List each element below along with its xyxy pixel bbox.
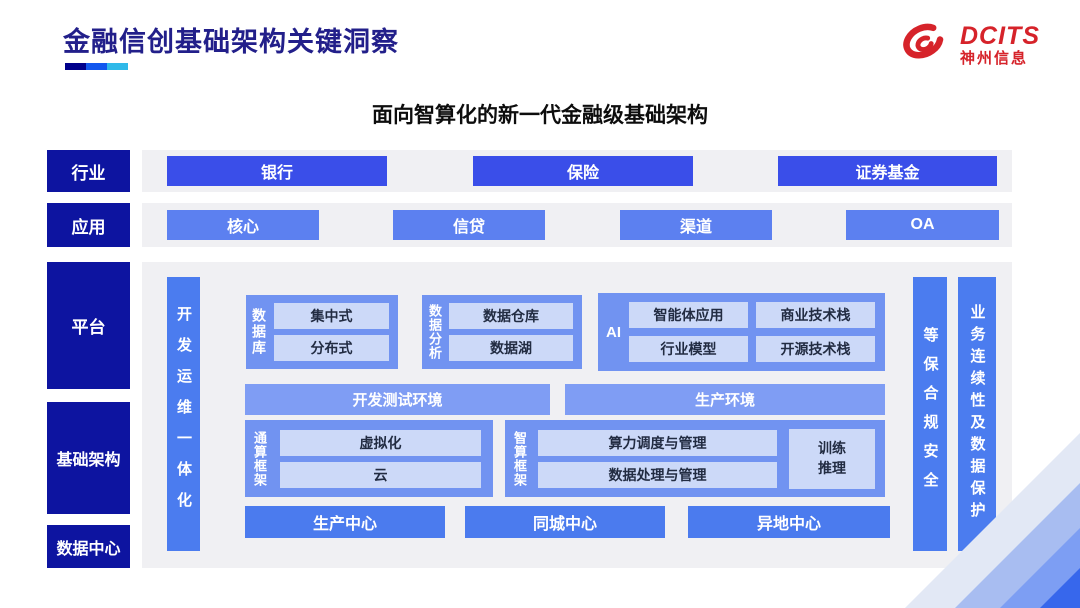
underline-segment bbox=[86, 63, 107, 70]
industry-item-securities: 证券基金 bbox=[778, 156, 997, 186]
ai-item-industry-models: 行业模型 bbox=[629, 336, 748, 362]
row-label-infrastructure: 基础架构 bbox=[47, 402, 130, 514]
row-label-datacenter: 数据中心 bbox=[47, 525, 130, 568]
production-env-bar: 生产环境 bbox=[565, 384, 885, 415]
underline-segment bbox=[107, 63, 128, 70]
database-group: 数据库 集中式 分布式 bbox=[246, 295, 398, 369]
ai-group-label: AI bbox=[606, 323, 621, 341]
ai-item-commercial-stack: 商业技术栈 bbox=[756, 302, 875, 328]
logo-brand: DCITS bbox=[960, 22, 1040, 50]
analytics-group-label: 数据分析 bbox=[427, 304, 442, 360]
intelligent-item-scheduling: 算力调度与管理 bbox=[538, 429, 777, 456]
intelligent-compute-items: 算力调度与管理 数据处理与管理 bbox=[538, 429, 777, 488]
analytics-item-warehouse: 数据仓库 bbox=[449, 303, 573, 329]
general-item-cloud: 云 bbox=[280, 461, 481, 488]
title-underline bbox=[65, 63, 128, 70]
underline-segment bbox=[65, 63, 86, 70]
devops-bar: 开发运维一体化 bbox=[167, 277, 200, 551]
training-inference-box: 训练 推理 bbox=[789, 428, 875, 489]
devops-bar-label: 开发运维一体化 bbox=[175, 305, 192, 523]
ai-items: 智能体应用 商业技术栈 行业模型 开源技术栈 bbox=[629, 302, 875, 362]
general-compute-items: 虚拟化 云 bbox=[280, 429, 481, 488]
general-compute-label: 通算框架 bbox=[252, 430, 267, 487]
database-item-distributed: 分布式 bbox=[274, 335, 389, 361]
general-compute-group: 通算框架 虚拟化 云 bbox=[245, 420, 493, 497]
dcits-swirl-icon bbox=[903, 23, 944, 59]
datacenter-item-production: 生产中心 bbox=[245, 506, 445, 538]
datacenter-item-remote: 异地中心 bbox=[688, 506, 890, 538]
intelligent-compute-label: 智算框架 bbox=[512, 430, 527, 487]
application-item-core: 核心 bbox=[167, 210, 319, 240]
diagram-title: 面向智算化的新一代金融级基础架构 bbox=[372, 104, 708, 127]
analytics-items: 数据仓库 数据湖 bbox=[449, 303, 573, 361]
application-item-channel: 渠道 bbox=[620, 210, 772, 240]
logo-text: DCITS 神州信息 bbox=[960, 23, 1040, 67]
ai-item-opensource-stack: 开源技术栈 bbox=[756, 336, 875, 362]
database-group-label: 数据库 bbox=[251, 308, 267, 356]
application-item-credit: 信贷 bbox=[393, 210, 545, 240]
ai-item-agent-apps: 智能体应用 bbox=[629, 302, 748, 328]
page-title: 金融信创基础架构关键洞察 bbox=[63, 27, 399, 57]
logo-subbrand: 神州信息 bbox=[960, 50, 1029, 68]
analytics-group: 数据分析 数据仓库 数据湖 bbox=[422, 295, 582, 369]
datacenter-item-samecity: 同城中心 bbox=[465, 506, 665, 538]
ai-group: AI 智能体应用 商业技术栈 行业模型 开源技术栈 bbox=[598, 293, 885, 371]
dcits-logo: DCITS 神州信息 bbox=[896, 18, 1040, 72]
database-item-centralized: 集中式 bbox=[274, 303, 389, 329]
row-label-industry: 行业 bbox=[47, 150, 130, 192]
devtest-env-bar: 开发测试环境 bbox=[245, 384, 550, 415]
row-label-platform: 平台 bbox=[47, 262, 130, 389]
intelligent-compute-group: 智算框架 算力调度与管理 数据处理与管理 训练 推理 bbox=[505, 420, 885, 497]
row-label-application: 应用 bbox=[47, 203, 130, 247]
intelligent-item-dataprocessing: 数据处理与管理 bbox=[538, 461, 777, 488]
application-item-oa: OA bbox=[846, 210, 999, 240]
database-items: 集中式 分布式 bbox=[274, 303, 389, 361]
architecture-container: 开发运维一体化 数据库 集中式 分布式 数据分析 数据仓库 数据湖 AI 智能体… bbox=[142, 262, 1012, 568]
continuity-protection-bar: 业务连续性及数据保护 bbox=[958, 277, 996, 551]
analytics-item-lake: 数据湖 bbox=[449, 335, 573, 361]
general-item-virtualization: 虚拟化 bbox=[280, 429, 481, 456]
industry-item-insurance: 保险 bbox=[473, 156, 693, 186]
compliance-security-bar: 等保合规安全 bbox=[913, 277, 947, 551]
industry-item-bank: 银行 bbox=[167, 156, 387, 186]
